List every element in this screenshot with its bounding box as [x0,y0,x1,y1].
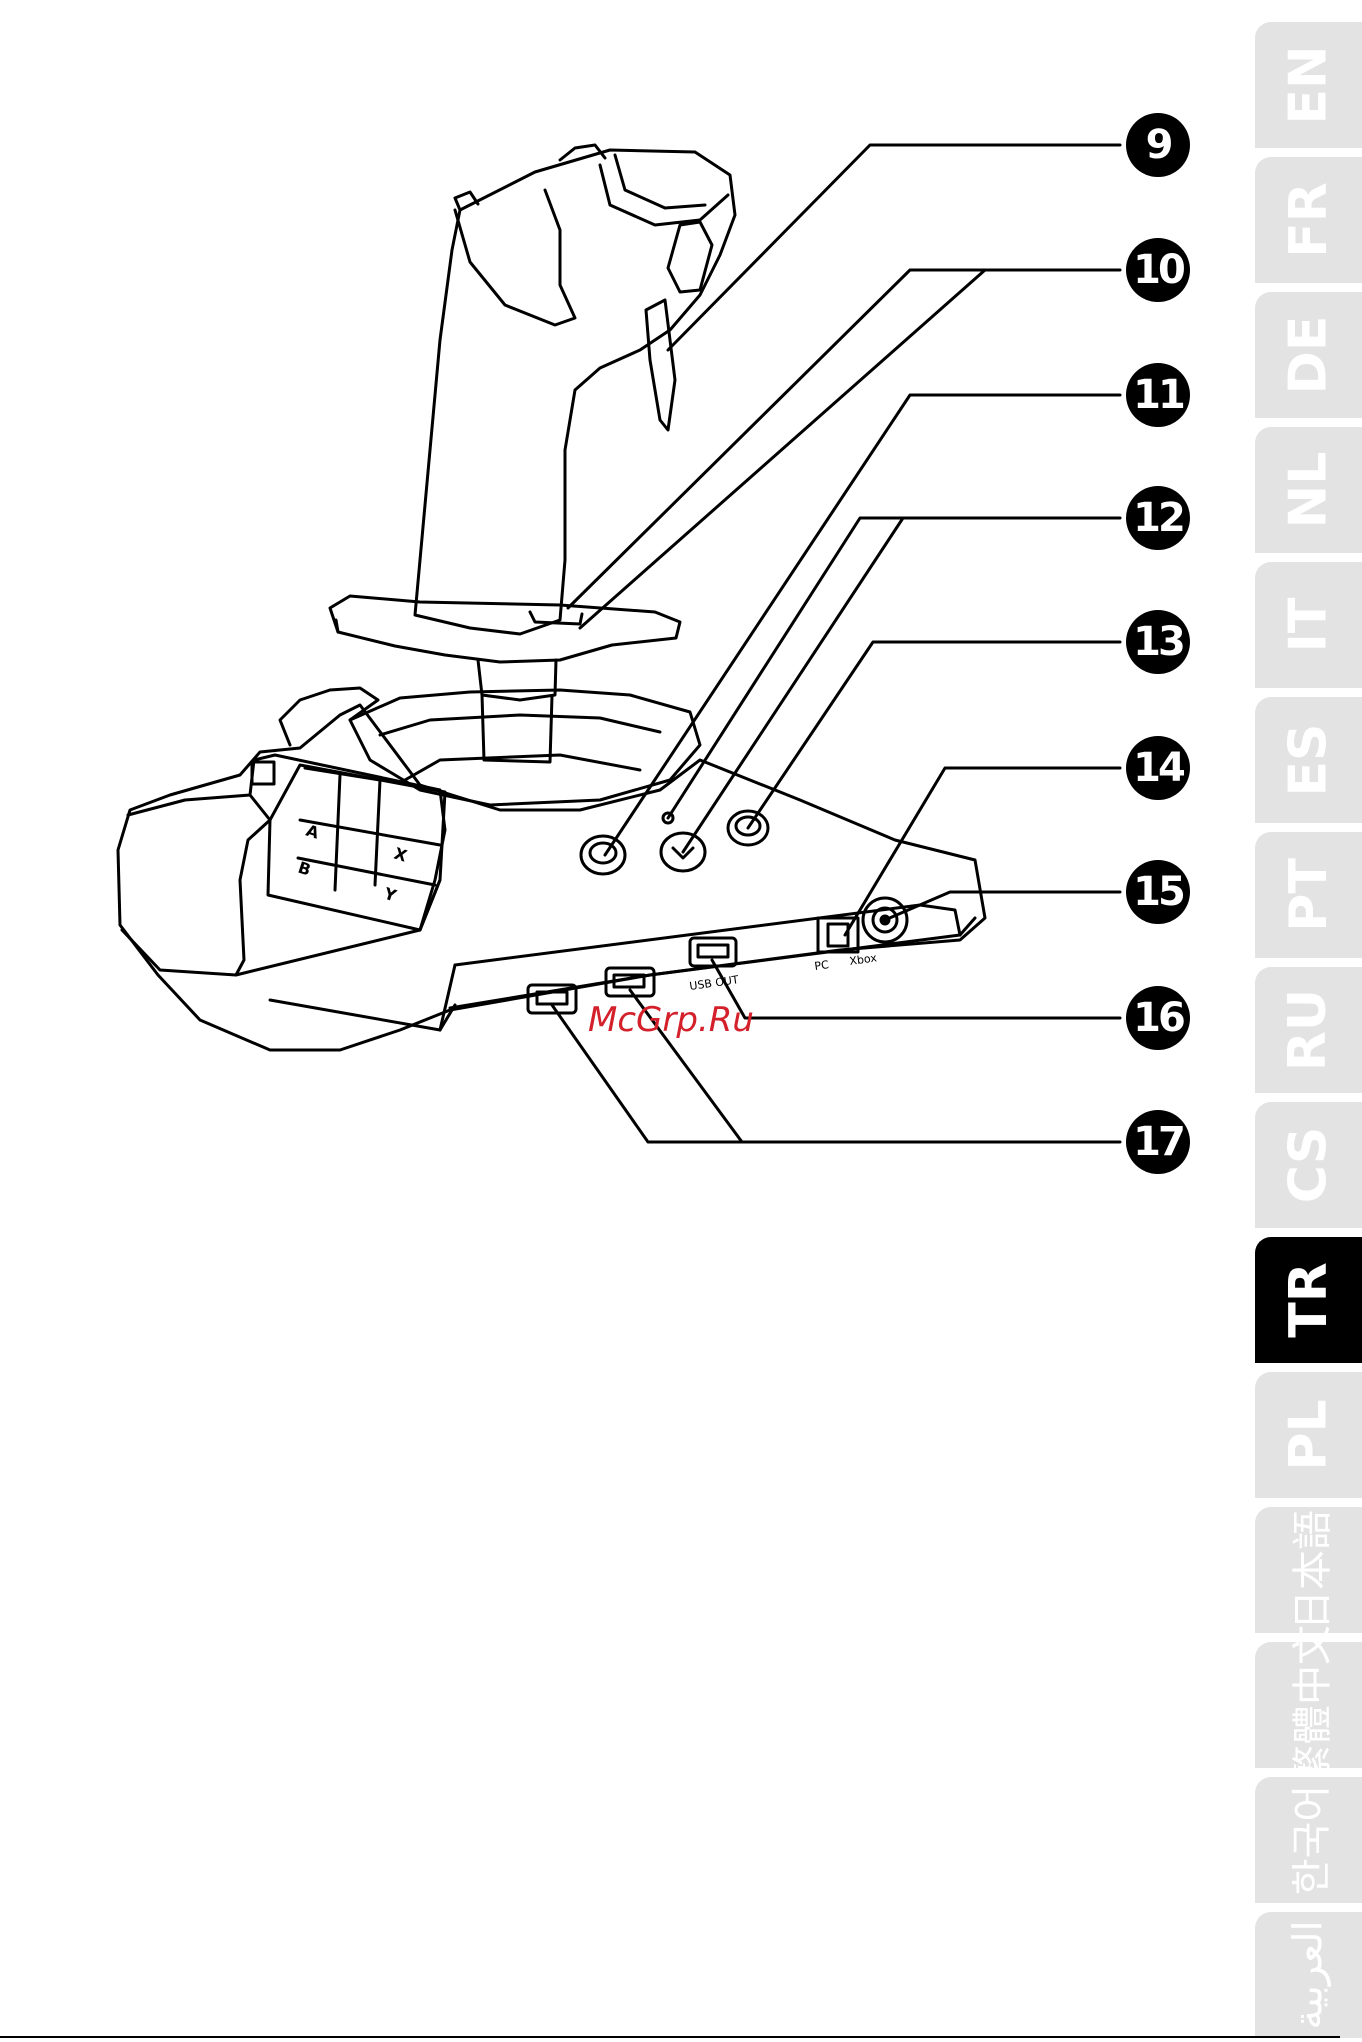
lang-tab-label: العربية [1286,1920,1332,2029]
callout-14: 14 [1126,736,1190,800]
lang-tab-label: PL [1279,1399,1339,1470]
lang-tab-label: NL [1279,452,1339,529]
lang-tab-label: IT [1278,598,1338,653]
button-label-y: Y [381,883,399,905]
lang-tab-es[interactable]: ES [1255,697,1362,823]
callout-13: 13 [1126,610,1190,674]
language-tab-strip: EN FR DE NL IT ES PT RU CS TR PL 日本語 繁體中… [1255,22,1362,2042]
lang-tab-en[interactable]: EN [1255,22,1362,148]
callout-10: 10 [1126,238,1190,302]
lang-tab-pt[interactable]: PT [1255,832,1362,958]
callout-9: 9 [1126,113,1190,177]
lang-tab-zh[interactable]: 繁體中文 [1255,1642,1362,1768]
lang-tab-ru[interactable]: RU [1255,967,1362,1093]
lang-tab-label: CS [1278,1127,1338,1204]
lang-tab-label: DE [1279,316,1339,395]
button-label-a: A [304,821,322,843]
callout-17: 17 [1126,1110,1190,1174]
xbox-label: Xbox [849,951,878,968]
lang-tab-label: 日本語 [1280,1510,1338,1630]
button-label-x: X [392,844,410,866]
lang-tab-label: FR [1279,182,1339,258]
stick-collar [330,596,680,662]
lang-tab-label: ES [1278,724,1338,797]
lang-tab-label: RU [1278,989,1338,1071]
lang-tab-pl[interactable]: PL [1255,1372,1362,1498]
watermark-text: McGrp.Ru [588,1000,754,1040]
lang-tab-ko[interactable]: 한국어 [1255,1777,1362,1903]
lang-tab-label: EN [1278,45,1338,124]
usb-out-label: USB OUT [689,973,740,993]
callout-12: 12 [1126,486,1190,550]
lang-tab-ar[interactable]: العربية [1255,1912,1362,2038]
lang-tab-it[interactable]: IT [1255,562,1362,688]
pc-label: PC [814,958,830,973]
lang-tab-fr[interactable]: FR [1255,157,1362,283]
lang-tab-ja[interactable]: 日本語 [1255,1507,1362,1633]
lang-tab-label: TR [1278,1262,1338,1338]
lang-tab-cs[interactable]: CS [1255,1102,1362,1228]
lang-tab-label: 한국어 [1280,1785,1338,1895]
callout-16: 16 [1126,986,1190,1050]
callout-15: 15 [1126,860,1190,924]
bottom-rule [0,2036,1340,2038]
lang-tab-label: 繁體中文 [1280,1625,1338,1785]
lang-tab-tr[interactable]: TR [1255,1237,1362,1363]
button-label-b: B [296,858,313,880]
lang-tab-label: PT [1279,858,1339,932]
lang-tab-nl[interactable]: NL [1255,427,1362,553]
callout-11: 11 [1126,363,1190,427]
lang-tab-de[interactable]: DE [1255,292,1362,418]
